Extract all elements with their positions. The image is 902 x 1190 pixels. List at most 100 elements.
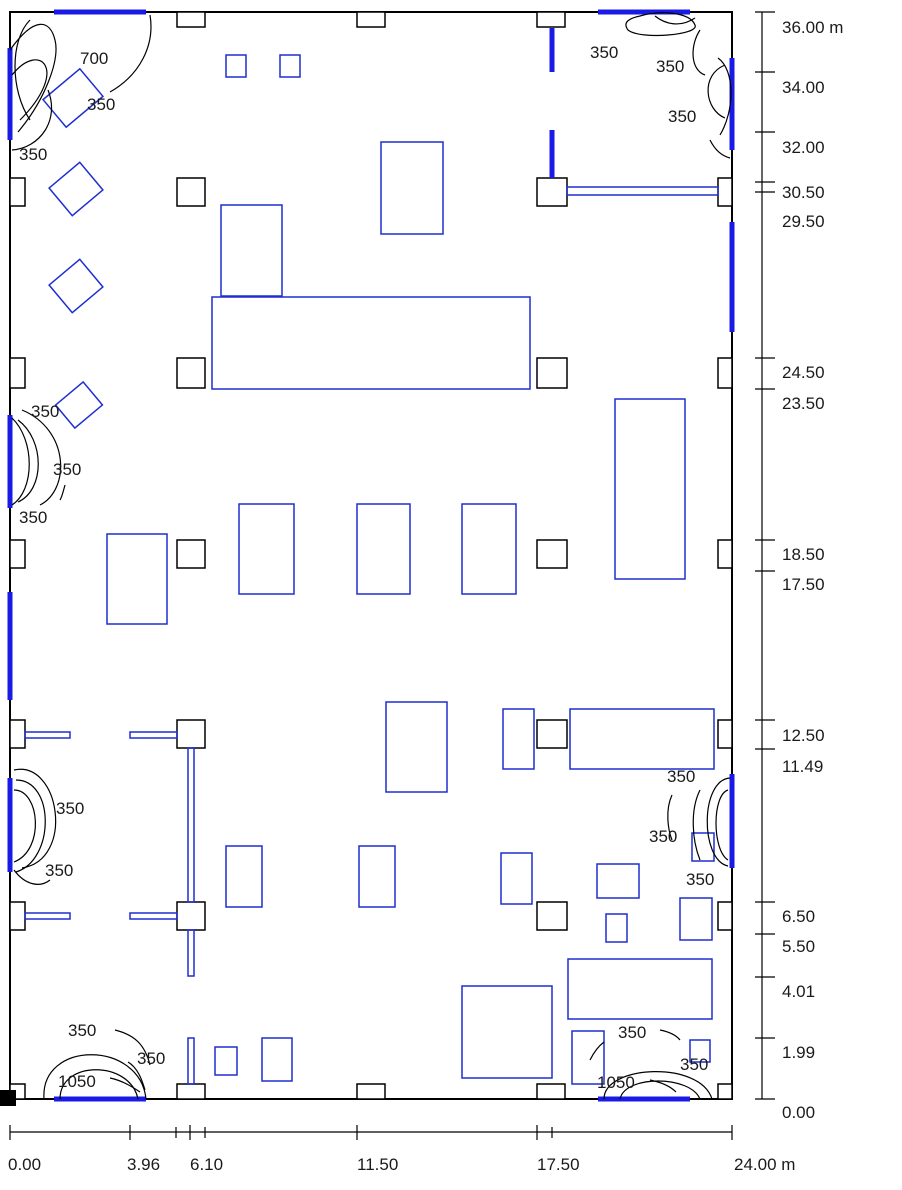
y-axis-tick-label: 0.00	[782, 1103, 815, 1122]
y-axis-tick-label: 18.50	[782, 545, 825, 564]
column	[176, 11, 206, 28]
column	[356, 11, 386, 28]
luminaire	[596, 863, 640, 899]
x-axis-tick-label: 24.00 m	[734, 1155, 795, 1174]
y-axis-tick-label: 4.01	[782, 982, 815, 1001]
column	[717, 177, 733, 207]
contour-label: 350	[618, 1023, 646, 1042]
x-axis-tick-label: 17.50	[537, 1155, 580, 1174]
isolux-contours	[9, 12, 732, 1100]
column	[176, 719, 206, 749]
contour-label: 350	[31, 402, 59, 421]
luminaire	[41, 67, 105, 129]
luminaire	[261, 1037, 293, 1082]
column	[536, 357, 568, 389]
luminaire	[567, 958, 713, 1020]
y-axis-tick-label: 29.50	[782, 212, 825, 231]
y-axis-tick-label: 17.50	[782, 575, 825, 594]
column	[9, 719, 26, 749]
contour-label: 350	[68, 1021, 96, 1040]
luminaire	[571, 1030, 605, 1085]
column	[9, 177, 26, 207]
luminaire	[220, 204, 283, 297]
y-axis-tick-label: 12.50	[782, 726, 825, 745]
luminaire	[461, 985, 553, 1079]
contour-label: 350	[53, 460, 81, 479]
y-axis-tick-label: 11.49	[782, 757, 823, 776]
luminaire	[689, 1039, 711, 1063]
luminaire	[679, 897, 713, 941]
luminaire	[225, 54, 247, 78]
contour-label: 350	[19, 145, 47, 164]
luminaire	[461, 503, 517, 595]
column	[176, 177, 206, 207]
column	[717, 719, 733, 749]
contour-label: 350	[87, 95, 115, 114]
x-axis-tick-label: 0.00	[8, 1155, 41, 1174]
luminaire	[214, 1046, 238, 1076]
contour-label: 350	[45, 861, 73, 880]
y-axis-tick-label: 5.50	[782, 937, 815, 956]
partitions	[24, 186, 719, 1085]
contour-label: 350	[686, 870, 714, 889]
y-axis-tick-label: 32.00	[782, 138, 825, 157]
luminaire	[691, 832, 715, 862]
contour-labels: 700 350 350 350 350 350 350 350 350 350 …	[19, 43, 714, 1092]
column	[536, 901, 568, 931]
y-axis-tick-label: 34.00	[782, 78, 825, 97]
column	[536, 1083, 566, 1100]
contour-label: 350	[668, 107, 696, 126]
column	[536, 177, 568, 207]
y-axis-tick-label: 24.50	[782, 363, 825, 382]
y-axis-tick-label: 36.00 m	[782, 18, 843, 37]
column	[9, 539, 26, 569]
column	[717, 901, 733, 931]
contour-label: 350	[680, 1055, 708, 1074]
luminaire	[605, 913, 628, 943]
contour-label: 350	[56, 799, 84, 818]
luminaire	[225, 845, 263, 908]
column	[176, 539, 206, 569]
y-axis-tick-label: 1.99	[782, 1043, 815, 1062]
contour-label: 350	[590, 43, 618, 62]
column	[9, 357, 26, 389]
contour-label: 350	[137, 1049, 165, 1068]
column	[717, 357, 733, 389]
contour-label: 350	[649, 827, 677, 846]
luminaire	[356, 503, 411, 595]
contour-label: 1050	[597, 1073, 635, 1092]
column	[176, 357, 206, 389]
luminaires	[41, 54, 715, 1085]
column	[717, 1083, 733, 1100]
x-axis-tick-label: 11.50	[357, 1155, 398, 1174]
y-axis-tick-label: 23.50	[782, 394, 825, 413]
column	[176, 901, 206, 931]
contour-label: 350	[656, 57, 684, 76]
luminaire	[500, 852, 533, 905]
contour-label: 700	[80, 49, 108, 68]
column	[176, 1083, 206, 1100]
contour-label: 1050	[58, 1072, 96, 1091]
luminaire	[48, 258, 104, 314]
contour-label: 350	[667, 767, 695, 786]
luminaire	[358, 845, 396, 908]
window-segments	[7, 9, 735, 1102]
column	[717, 539, 733, 569]
origin-marker	[0, 1090, 16, 1106]
x-axis-tick-label: 6.10	[190, 1155, 223, 1174]
column	[9, 901, 26, 931]
column	[536, 11, 566, 28]
room-outline	[9, 11, 733, 1100]
luminaire	[48, 161, 104, 217]
column	[536, 539, 568, 569]
luminaire	[614, 398, 686, 580]
luminaire	[502, 708, 535, 770]
column	[536, 719, 568, 749]
luminaire	[211, 296, 531, 390]
column	[356, 1083, 386, 1100]
y-axis: 36.00 m34.0032.0030.5029.5024.5023.5018.…	[755, 11, 843, 1122]
luminaire	[279, 54, 301, 78]
luminaire	[238, 503, 295, 595]
contour-label: 350	[19, 508, 47, 527]
